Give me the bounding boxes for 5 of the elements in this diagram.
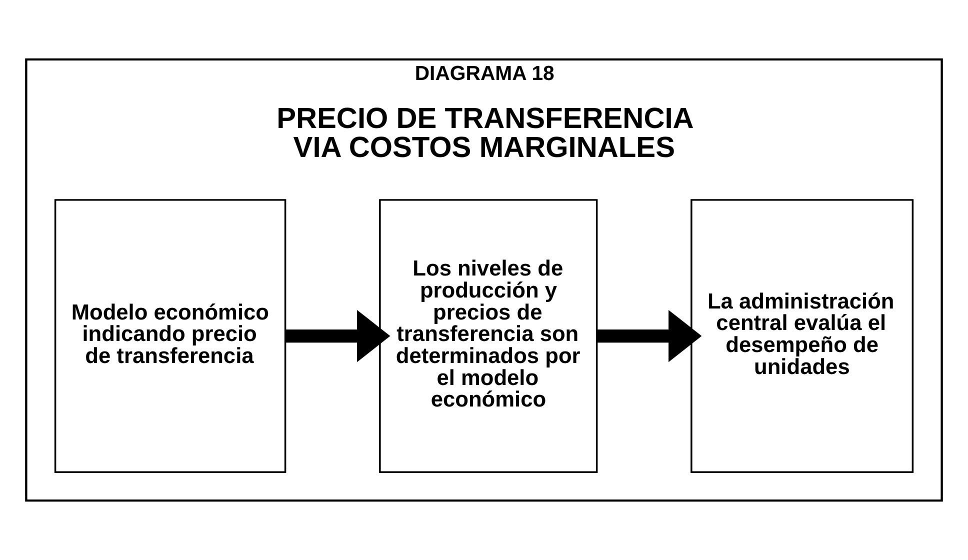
arrow: [597, 310, 702, 362]
node-box: La administración central evalúa el desempeño de unidades: [690, 199, 914, 474]
arrow: [286, 310, 390, 362]
node-box: Los niveles de producción y precios de transferencia son determinados por el modelo económico: [379, 199, 598, 474]
node-box: Modelo económico indicando precio de transferencia: [54, 199, 286, 474]
